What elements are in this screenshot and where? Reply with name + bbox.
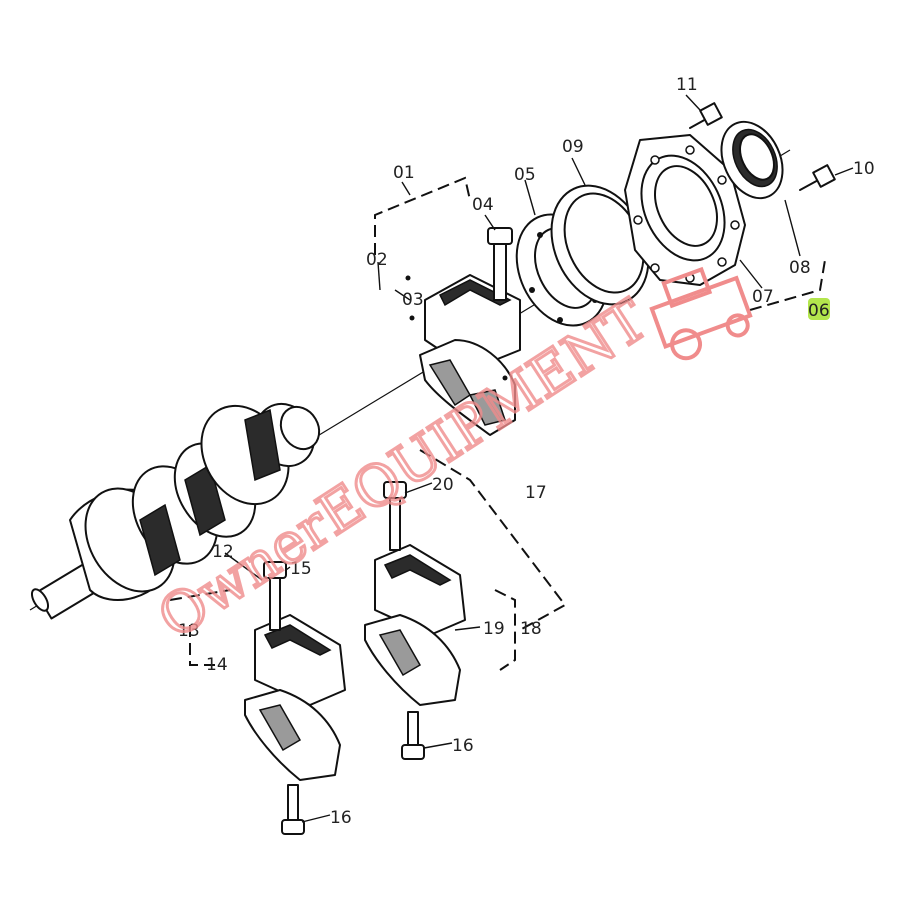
callout-18: 18 [520, 619, 542, 639]
callout-14: 14 [206, 655, 228, 675]
callout-03: 03 [402, 290, 424, 310]
callout-15: 15 [290, 559, 312, 579]
callout-05: 05 [514, 165, 536, 185]
callout-06-highlight [808, 298, 830, 320]
group-bracket-01 [374, 176, 471, 255]
oil-seal [720, 120, 784, 200]
lower-right-bearing-cap [364, 481, 466, 760]
leader-lines [224, 94, 854, 823]
callout-06: 06 [808, 301, 830, 321]
callout-08: 08 [789, 258, 811, 278]
upper-bearing-cap-assembly [405, 227, 521, 436]
callout-12: 12 [212, 542, 234, 562]
callout-01: 01 [393, 163, 415, 183]
oil-seal-housing [624, 134, 746, 286]
callout-02: 02 [366, 250, 388, 270]
group-bracket-17 [419, 449, 567, 631]
callout-16-right: 16 [452, 736, 474, 756]
callout-10: 10 [853, 159, 875, 179]
callout-labels: 01 02 03 04 05 06 07 08 09 10 11 12 13 1… [178, 75, 875, 828]
callout-20: 20 [432, 475, 454, 495]
housing-bolt-10 [799, 164, 836, 191]
callout-13: 13 [178, 621, 200, 641]
crankshaft [30, 403, 321, 620]
callout-17: 17 [525, 483, 547, 503]
dowel-pins-upper [405, 275, 508, 381]
lower-left-bearing-cap [244, 561, 346, 835]
callout-07: 07 [752, 287, 774, 307]
callout-19: 19 [483, 619, 505, 639]
truck-logo-icon [649, 266, 753, 361]
callout-11: 11 [676, 75, 698, 95]
housing-bolt-11 [689, 102, 723, 129]
callout-09: 09 [562, 137, 584, 157]
callout-16-left: 16 [330, 808, 352, 828]
group-bracket-06 [749, 259, 826, 311]
group-bracket-13 [169, 589, 231, 666]
callout-04: 04 [472, 195, 494, 215]
group-bracket-18 [494, 589, 516, 671]
